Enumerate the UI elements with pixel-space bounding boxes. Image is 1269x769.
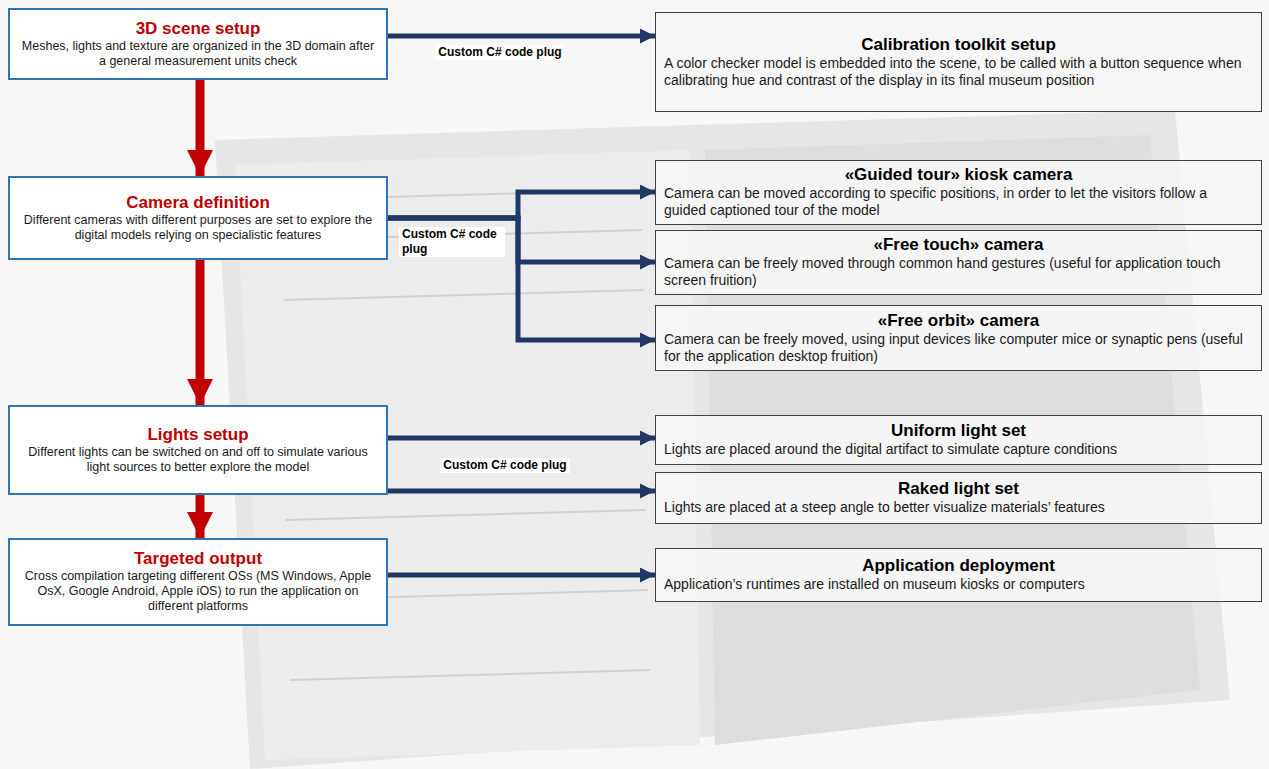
box-description: Meshes, lights and texture are organized… — [17, 39, 379, 69]
box-title: «Free orbit» camera — [664, 310, 1253, 331]
detail-box: «Free orbit» cameraCamera can be freely … — [655, 305, 1262, 371]
process-step-box: 3D scene setupMeshes, lights and texture… — [8, 8, 388, 80]
plug-arrow — [388, 573, 655, 578]
box-title: Calibration toolkit setup — [664, 34, 1253, 55]
flow-arrow — [196, 260, 205, 405]
plug-arrow — [388, 192, 655, 218]
box-description: Lights are placed around the digital art… — [664, 441, 1253, 458]
edge-label: Custom C# code plug — [440, 458, 569, 473]
detail-box: Uniform light setLights are placed aroun… — [655, 415, 1262, 465]
process-step-box: Lights setupDifferent lights can be swit… — [8, 405, 388, 495]
process-step-box: Targeted outputCross compilation targeti… — [8, 538, 388, 626]
plug-arrow — [388, 34, 655, 39]
process-step-box: Camera definitionDifferent cameras with … — [8, 176, 388, 260]
detail-box: Application deploymentApplication’s runt… — [655, 548, 1262, 602]
box-description: Different cameras with different purpose… — [17, 213, 379, 243]
edge-label: Custom C# code plug — [399, 227, 505, 257]
detail-box: Raked light setLights are placed at a st… — [655, 472, 1262, 524]
box-description: Lights are placed at a steep angle to be… — [664, 499, 1253, 516]
flow-arrow — [196, 80, 205, 176]
box-title: Application deployment — [664, 555, 1253, 576]
box-title: «Free touch» camera — [664, 234, 1253, 255]
edge-label: Custom C# code plug — [435, 45, 564, 60]
box-description: Camera can be freely moved, using input … — [664, 331, 1253, 365]
box-title: Targeted output — [17, 548, 379, 569]
box-description: Cross compilation targeting different OS… — [17, 569, 379, 614]
box-description: Different lights can be switched on and … — [17, 445, 379, 475]
plug-arrow — [388, 489, 655, 494]
detail-box: «Free touch» cameraCamera can be freely … — [655, 230, 1262, 295]
box-title: 3D scene setup — [17, 18, 379, 39]
box-description: Camera can be moved according to specifi… — [664, 185, 1253, 219]
box-description: A color checker model is embedded into t… — [664, 55, 1253, 89]
box-description: Camera can be freely moved through commo… — [664, 255, 1253, 289]
plug-arrow — [388, 436, 655, 441]
plug-arrow — [388, 218, 655, 340]
box-description: Application’s runtimes are installed on … — [664, 576, 1253, 593]
detail-box: «Guided tour» kiosk cameraCamera can be … — [655, 160, 1262, 225]
detail-box: Calibration toolkit setupA color checker… — [655, 12, 1262, 112]
box-title: Camera definition — [17, 192, 379, 213]
box-title: Raked light set — [664, 478, 1253, 499]
plug-arrow — [388, 218, 655, 262]
flow-arrow — [196, 495, 205, 538]
box-title: «Guided tour» kiosk camera — [664, 164, 1253, 185]
box-title: Uniform light set — [664, 420, 1253, 441]
box-title: Lights setup — [17, 424, 379, 445]
